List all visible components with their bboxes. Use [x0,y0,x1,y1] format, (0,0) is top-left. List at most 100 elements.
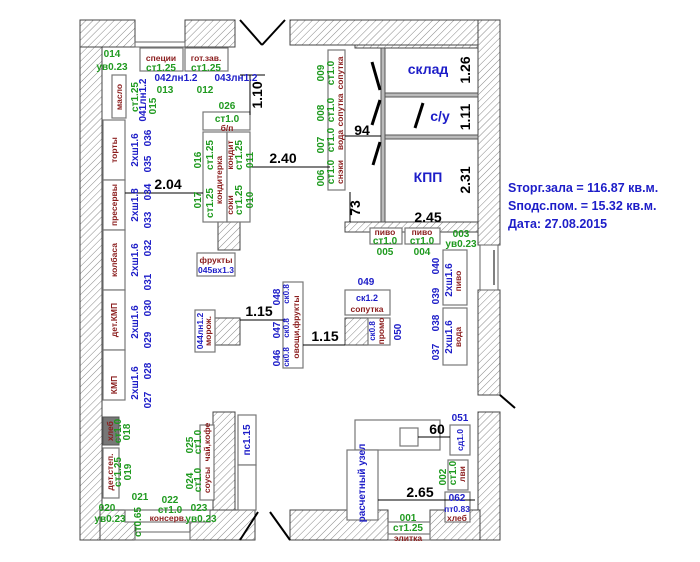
label: хлеб [447,513,467,523]
label: 050 [393,323,404,340]
label: ув0.23 [96,62,128,73]
label: торты [109,137,119,163]
labels-center: 026 ст1.0 б/п 016 ст1.25 кондитерка конд… [193,101,301,367]
label: 024 [185,472,196,489]
label: 014 [104,49,121,60]
label: ст1.25 [130,82,141,112]
room-cash-desk: расчетный узел [357,444,368,523]
label: 012 [197,85,214,96]
label: 036 [143,129,154,146]
label: 006 [316,169,327,186]
label: ск0.8 [282,318,291,338]
label: 2хш1.6 [130,243,141,277]
label: ст1.0 [410,236,435,247]
label: 022 [162,495,179,506]
dim-label: 1.11 [457,104,473,131]
label: ст1.0 [158,505,183,516]
room-su: с/у [430,108,450,124]
label: ст0.65 [133,507,144,537]
labels-right: 009 ст1.0 сопутка 008 ст1.0 сопутка 007 … [316,56,477,543]
label: 038 [431,314,442,331]
label: 017 [193,191,204,208]
label: 003 [453,229,470,240]
label: 004 [414,247,431,258]
label: 021 [132,492,149,503]
label: 2хш1.6 [444,320,455,354]
label: элитка [394,533,423,543]
label: 028 [143,362,154,379]
label: ст1.0 [326,127,337,152]
label: ст1.25 [234,140,245,170]
label: ск1.2 [356,293,378,303]
dimensions: 1.10 2.40 2.04 94 73 1.26 1.11 2.31 2.45… [154,56,473,500]
label: 044лн1.2 [195,312,205,349]
label: ст1.25 [393,523,423,534]
label: ув0.23 [445,239,477,250]
label: ст1.25 [205,140,216,170]
label: соки [225,195,235,214]
label: ст1.25 [113,457,124,487]
label: 009 [316,64,327,81]
dim-label: 94 [354,122,370,138]
label: 023 [191,503,208,514]
label: дет.степ. [105,454,115,491]
label: 007 [316,136,327,153]
label: консерв. [150,513,187,523]
label: 048 [272,288,283,305]
label: 015 [148,97,159,114]
label: фрукты [200,255,233,265]
label: ст1.0 [326,159,337,184]
dim-label: 2.04 [154,176,181,192]
label: ст1.25 [146,63,176,74]
label: 026 [219,101,236,112]
label: 025 [185,436,196,453]
label: 019 [123,463,134,480]
label: пресервы [109,184,119,226]
label: 042лн1.2 [155,73,198,84]
dim-label: 1.15 [311,328,338,344]
label: кондитерка [214,156,224,204]
label: 037 [431,343,442,360]
label: ст1.0 [193,429,204,454]
label: 062 [449,493,466,504]
partitions [134,41,499,541]
label: 032 [143,239,154,256]
label: ст1.0 [113,418,124,443]
walls [79,19,501,541]
label: ст1.25 [234,185,245,215]
label: КМП [109,376,119,394]
label: пиво [453,271,463,292]
label: соусы [202,467,212,493]
dim-label: 60 [429,421,445,437]
label: ст1.0 [326,97,337,122]
label: вода [453,327,463,348]
label: чай,кофе [202,422,212,461]
aux-area: Sподс.пом. = 15.32 кв.м. [508,199,656,213]
label: 047 [272,321,283,338]
label: 034 [143,183,154,200]
dim-label: 2.65 [406,484,433,500]
label: 2хш1.6 [130,305,141,339]
label: 011 [245,151,256,168]
label: 033 [143,211,154,228]
label: 027 [143,391,154,408]
label: сопутка [350,304,383,314]
dim-label: 1.15 [245,303,272,319]
dim-label: 2.45 [414,209,441,225]
label: 2хш1.6 [444,263,455,297]
label: гот.зав. [191,53,222,63]
label: ст1.0 [193,467,204,492]
label: промо [376,318,386,345]
label: 016 [193,151,204,168]
doors [239,19,516,541]
label: 2хш1.8 [130,188,141,222]
label: 045вх1.3 [198,265,234,275]
labels-bottom-left: 020 ув0.23 ст0.65 021 022 ст1.0 консерв.… [94,422,253,537]
label: 029 [143,331,154,348]
label: 043лн1.2 [215,73,258,84]
label: овощи,фрукты [291,295,301,358]
label: пт0.83 [444,504,470,514]
label: 035 [143,155,154,172]
label: дет.КМП [109,303,119,337]
label: 010 [245,191,256,208]
